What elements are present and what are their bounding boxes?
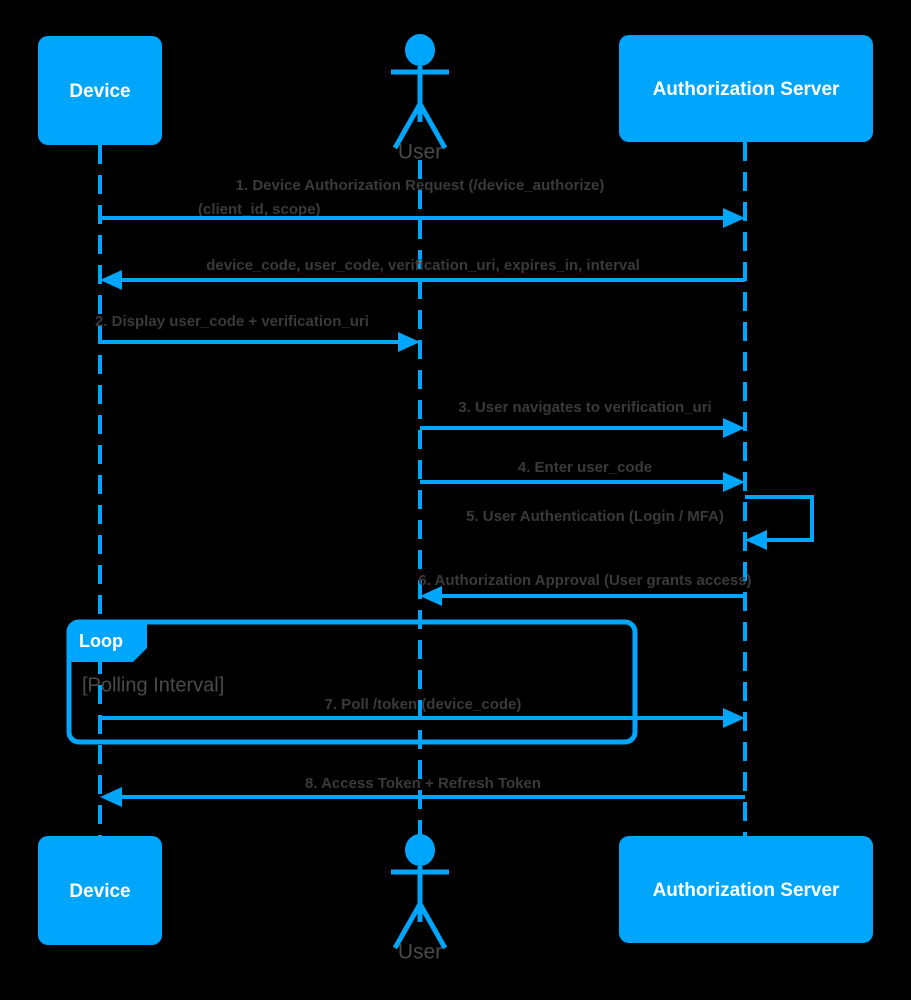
message-6-arrowhead <box>745 530 767 550</box>
lifelines-group <box>98 142 747 838</box>
message-5-arrowhead <box>723 472 745 492</box>
participant-label-server-top: Authorization Server <box>653 79 840 100</box>
message-4-user-navigates[interactable]: 3. User navigates to verification_uri <box>420 399 745 438</box>
loop-frame-tab-shape <box>69 622 147 662</box>
loop-frame-border <box>66 619 638 745</box>
actor-head-icon-bottom <box>405 834 435 866</box>
participant-box-device-top[interactable] <box>38 36 162 145</box>
participant-box-server-top[interactable] <box>619 35 873 142</box>
message-1-label-line2: (client_id, scope) <box>198 201 321 218</box>
actor-leg-left-top <box>392 102 423 150</box>
message-6-self-path <box>745 495 814 542</box>
message-8-arrowhead <box>723 708 745 728</box>
actor-leg-left-bottom <box>392 902 423 950</box>
message-5-enter-user-code[interactable]: 4. Enter user_code <box>420 459 745 492</box>
actor-user-bottom[interactable]: User <box>391 834 449 964</box>
message-8-label: 7. Poll /token (device_code) <box>325 696 522 713</box>
message-7-authorization-approval[interactable]: 6. Authorization Approval (User grants a… <box>418 572 752 606</box>
message-5-label: 4. Enter user_code <box>518 459 652 476</box>
message-8-poll-token[interactable]: 7. Poll /token (device_code) <box>100 696 745 728</box>
frame-loop-polling-interval[interactable]: Loop [Polling Interval] <box>66 619 638 745</box>
actor-label-user-bottom: User <box>398 941 442 964</box>
participant-label-device-bottom: Device <box>69 881 130 902</box>
message-9-access-token-refresh-token[interactable]: 8. Access Token + Refresh Token <box>100 775 745 807</box>
message-4-label: 3. User navigates to verification_uri <box>458 399 711 416</box>
actor-leg-right-top <box>417 102 448 150</box>
message-7-arrowhead <box>420 586 442 606</box>
message-1-device-authorization-request[interactable]: 1. Device Authorization Request (/device… <box>100 177 745 228</box>
loop-frame-tab-label: Loop <box>79 631 123 651</box>
participant-device-bottom[interactable]: Device <box>38 836 162 945</box>
message-3-arrowhead <box>398 332 420 352</box>
message-6-user-authentication-self-loop[interactable]: 5. User Authentication (Login / MFA) <box>466 495 814 550</box>
message-1-arrowhead <box>723 208 745 228</box>
participant-server-bottom[interactable]: Authorization Server <box>619 836 873 943</box>
loop-frame-condition-label: [Polling Interval] <box>82 674 224 696</box>
message-4-arrowhead <box>723 418 745 438</box>
message-3-display-user-code[interactable]: 2. Display user_code + verification_uri <box>95 313 420 352</box>
message-2-label: device_code, user_code, verification_uri… <box>206 257 640 274</box>
participant-box-server-bottom[interactable] <box>619 836 873 943</box>
message-2-device-code-response[interactable]: device_code, user_code, verification_uri… <box>100 257 745 290</box>
message-6-label: 5. User Authentication (Login / MFA) <box>466 508 724 525</box>
actor-head-icon-top <box>405 34 435 66</box>
actor-user-top[interactable]: User <box>391 34 449 164</box>
participant-device-top[interactable]: Device <box>38 36 162 145</box>
participant-label-server-bottom: Authorization Server <box>653 880 840 901</box>
message-7-label: 6. Authorization Approval (User grants a… <box>418 572 751 589</box>
actor-leg-right-bottom <box>417 902 448 950</box>
message-9-label: 8. Access Token + Refresh Token <box>305 775 541 792</box>
message-1-label-line1: 1. Device Authorization Request (/device… <box>236 177 605 194</box>
actor-label-user-top: User <box>398 141 442 164</box>
participant-label-device-top: Device <box>69 81 130 102</box>
participant-box-device-bottom[interactable] <box>38 836 162 945</box>
message-2-arrowhead <box>100 270 122 290</box>
participant-server-top[interactable]: Authorization Server <box>619 35 873 142</box>
message-3-label: 2. Display user_code + verification_uri <box>95 313 369 330</box>
message-9-arrowhead <box>100 787 122 807</box>
